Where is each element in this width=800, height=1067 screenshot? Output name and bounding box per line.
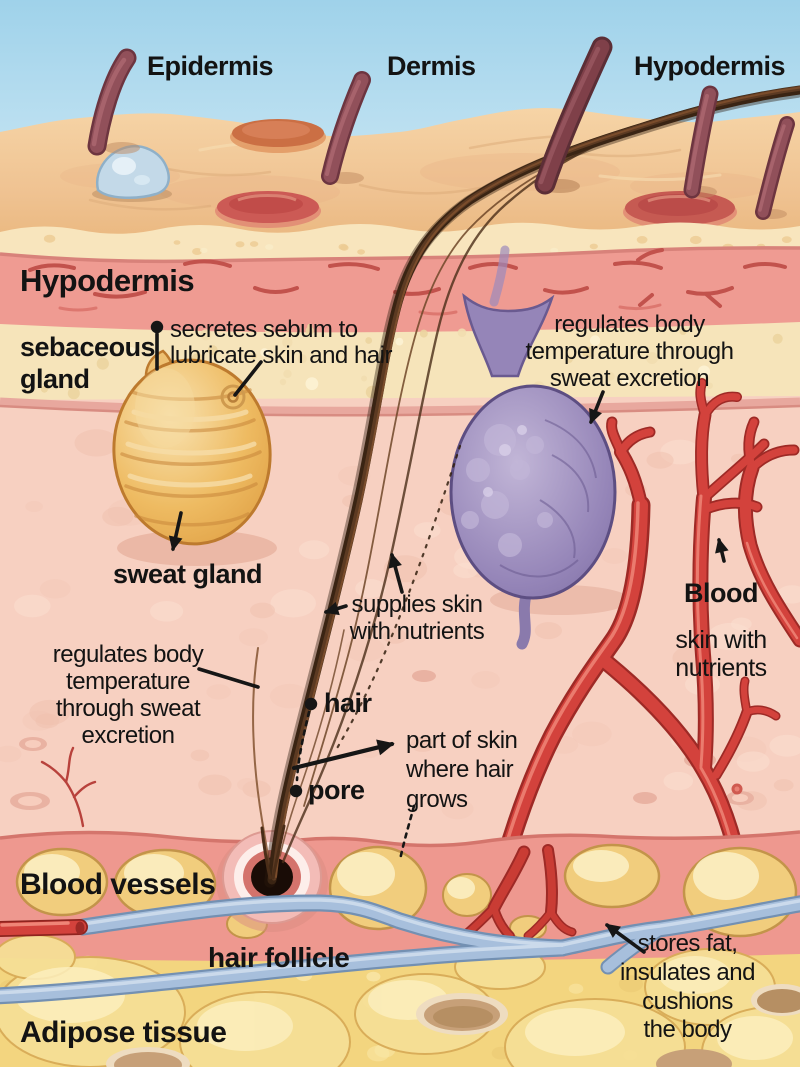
red-vessel-stub bbox=[0, 919, 88, 937]
label-sweat-gland: sweat gland bbox=[113, 559, 263, 589]
sweat-droplet bbox=[92, 145, 172, 202]
label-adipose-tissue: Adipose tissue bbox=[20, 1016, 227, 1049]
blue-vessels bbox=[0, 894, 800, 1005]
bullet-sebaceous bbox=[150, 320, 164, 334]
pointer-sebum-diagonal bbox=[233, 360, 263, 397]
label-blood-vessels: Blood vessels bbox=[20, 868, 216, 901]
pointer-left-regulates bbox=[197, 667, 260, 689]
adipose-holes bbox=[106, 984, 800, 1067]
dashed-part-of-skin bbox=[398, 804, 416, 862]
arrow-right-regulates bbox=[589, 390, 605, 425]
label-dermis-top: Dermis bbox=[387, 51, 476, 81]
band-squiggles bbox=[28, 248, 787, 308]
label-blood-heading: Blood bbox=[684, 577, 758, 608]
capillary-sprig bbox=[40, 746, 97, 828]
label-sweat-function-left: regulates body temperature through sweat… bbox=[52, 641, 204, 749]
arrow-stores-fat bbox=[605, 923, 646, 954]
subcutis-band bbox=[0, 830, 800, 962]
bullet-hair bbox=[304, 697, 318, 711]
label-hair: hair bbox=[324, 688, 372, 718]
label-adipose-function: stores fat, insulates and cushions the b… bbox=[620, 930, 755, 1044]
label-epidermis-top: Epidermis bbox=[147, 51, 274, 81]
surface-disc-red-right bbox=[623, 191, 737, 230]
hair-shaft bbox=[252, 85, 800, 888]
arrow-supplies-left bbox=[323, 601, 348, 616]
label-sebaceous-function: secretes sebum to lubricate skin and hai… bbox=[170, 316, 392, 369]
annotation-pointers bbox=[150, 320, 729, 954]
label-capillary-function: supplies skin with nutrients bbox=[349, 591, 485, 645]
label-sebaceous-gland: sebaceous gland bbox=[20, 332, 156, 394]
surface-disc-red-left bbox=[215, 191, 321, 228]
band-vessel-fingers bbox=[459, 844, 577, 941]
label-hair-follicle: hair follicle bbox=[208, 942, 350, 973]
sebaceous-gland-shape bbox=[112, 349, 277, 566]
sweat-gland-shape bbox=[449, 245, 630, 650]
fat-lobules bbox=[15, 843, 798, 941]
label-hypodermis-top: Hypodermis bbox=[634, 51, 786, 81]
label-hypodermis-band: Hypodermis bbox=[20, 263, 195, 298]
arrow-part-of-skin bbox=[291, 739, 395, 771]
label-blood-nutrients: Blood skin with nutrients bbox=[656, 561, 786, 699]
label-follicle-function: part of skin where hair grows bbox=[406, 727, 518, 813]
surface-disc-orange bbox=[230, 119, 326, 153]
arrow-blood-up bbox=[715, 537, 729, 563]
arrow-supplies-up bbox=[388, 552, 404, 594]
surface-hairs bbox=[87, 36, 795, 220]
label-pore: pore bbox=[308, 775, 365, 805]
label-blood-function: skin with nutrients bbox=[675, 625, 767, 682]
label-sweat-function-right: regulates body temperature through sweat… bbox=[525, 311, 734, 392]
bullet-pore bbox=[289, 784, 303, 798]
arrow-sweat-gland bbox=[168, 511, 183, 552]
